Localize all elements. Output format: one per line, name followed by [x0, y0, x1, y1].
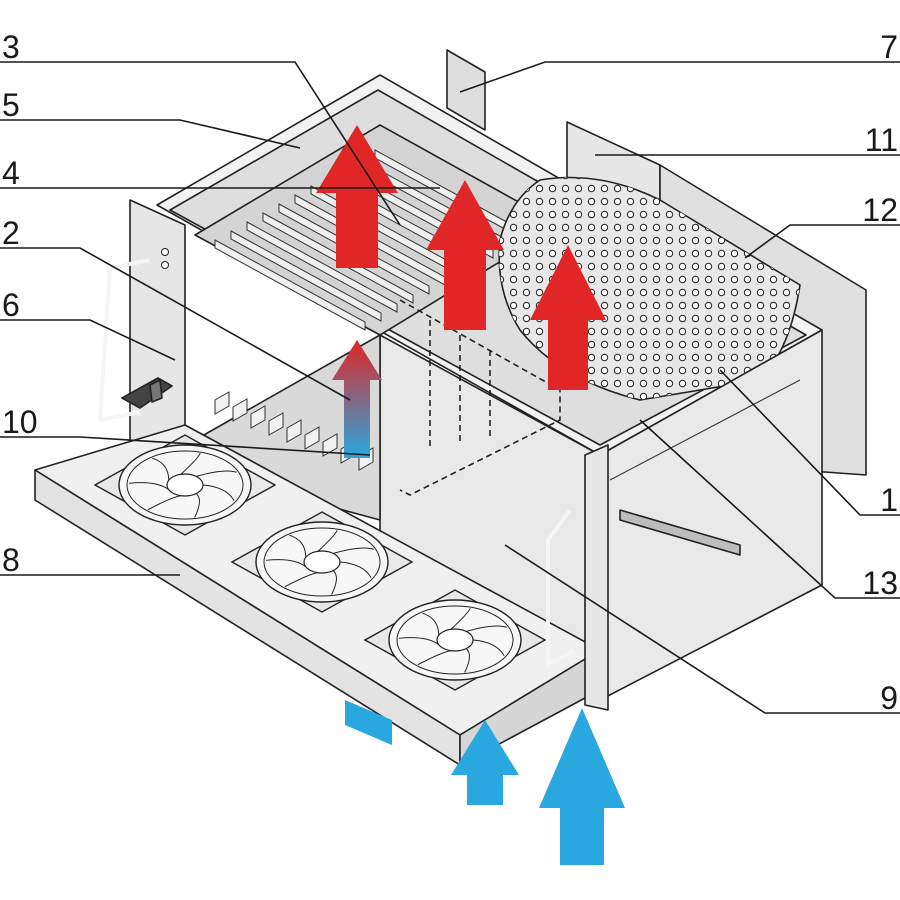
cool-air-arrow-icon [451, 720, 519, 805]
side-wall-13 [599, 329, 823, 701]
lower-card-slot [214, 391, 230, 415]
handle-icon [97, 258, 151, 423]
fan-icon [230, 511, 414, 613]
latch-icon [121, 377, 173, 409]
callout-7: 7 [880, 29, 898, 65]
left-flange-6 [129, 199, 186, 456]
callout-13: 13 [862, 565, 898, 601]
callout-labels: 3 5 4 2 6 10 8 7 11 12 1 13 9 [2, 29, 898, 716]
fans [93, 434, 547, 691]
callout-6: 6 [2, 287, 20, 323]
cool-air-arrow-icon [539, 708, 625, 865]
mixed-air-arrow-icon [332, 340, 382, 458]
lower-card-slot [268, 412, 284, 436]
callout-11: 11 [865, 122, 898, 158]
lower-card-slot [250, 405, 266, 429]
lower-card-slot [286, 419, 302, 443]
callout-4: 4 [2, 155, 20, 191]
fan-icon [363, 589, 547, 691]
callout-5: 5 [2, 87, 20, 123]
hot-air-arrow-icon [530, 245, 606, 390]
fan-icon [93, 434, 277, 536]
callout-10: 10 [2, 404, 38, 440]
card-slot [230, 230, 382, 322]
callout-2: 2 [2, 215, 20, 251]
leader-lines [0, 61, 900, 714]
hot-air-arrow-icon [316, 125, 398, 268]
airflow-arrows [316, 125, 625, 865]
handle-icon [546, 444, 609, 711]
card-slot [214, 239, 366, 331]
callout-9: 9 [880, 680, 898, 716]
callout-3: 3 [2, 29, 20, 65]
callout-1: 1 [880, 482, 898, 518]
lower-card-slot [232, 398, 248, 422]
hot-air-arrow-icon [426, 180, 504, 330]
card-slot [246, 221, 398, 313]
lower-card-slot [304, 426, 320, 450]
plugin-card-outline [399, 299, 561, 496]
callout-12: 12 [862, 192, 898, 228]
callout-8: 8 [2, 542, 20, 578]
cool-air-arrow-icon [345, 700, 392, 745]
